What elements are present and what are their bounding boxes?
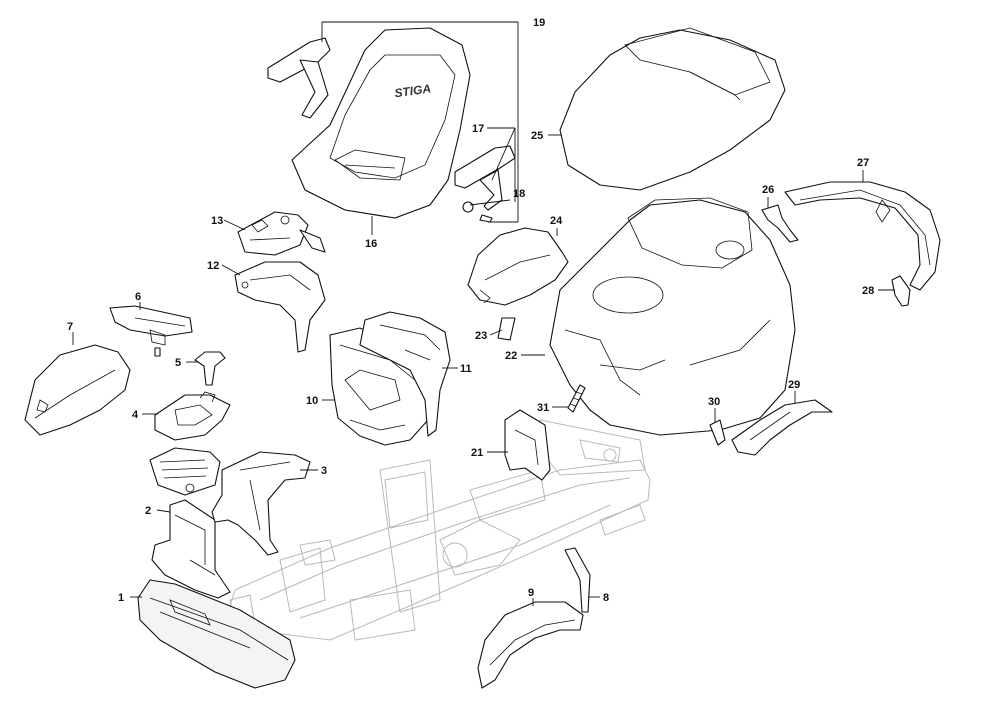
callout-25: 25 <box>531 130 543 142</box>
callout-31: 31 <box>537 402 549 414</box>
part-bracket <box>109 305 193 357</box>
part-hood <box>559 27 786 191</box>
callout-labels: 1 2 3 4 5 6 7 8 9 10 11 12 13 16 17 18 1… <box>67 17 874 604</box>
part-small-strip <box>497 317 516 341</box>
callout-11: 11 <box>460 363 472 375</box>
part-seat: STIGA <box>291 27 471 219</box>
callout-22: 22 <box>505 350 517 362</box>
part-front-panel <box>151 499 231 599</box>
part-armrest-left <box>267 37 331 119</box>
part-dash-cover <box>234 261 326 353</box>
callout-24: 24 <box>550 215 563 227</box>
callout-12: 12 <box>207 260 219 272</box>
part-armrest-right <box>454 145 516 223</box>
part-side-cover <box>467 227 569 306</box>
part-mid-bracket <box>504 409 551 481</box>
callout-19: 19 <box>533 17 545 29</box>
callout-21: 21 <box>471 447 483 459</box>
callout-7: 7 <box>67 321 73 333</box>
callout-9: 9 <box>528 587 534 599</box>
part-side-strip <box>564 547 591 613</box>
callout-2: 2 <box>145 505 151 517</box>
callout-6: 6 <box>135 291 141 303</box>
part-rear-fender-right <box>784 181 941 291</box>
callout-28: 28 <box>862 285 874 297</box>
part-instrument-panel <box>237 211 326 256</box>
part-fender-bracket <box>761 204 799 243</box>
leader-lines <box>72 21 895 606</box>
part-rear-fender-left <box>24 344 131 436</box>
seat-logo-text: STIGA <box>394 81 432 100</box>
callout-26: 26 <box>762 184 774 196</box>
part-mud-flap <box>731 399 833 456</box>
callout-8: 8 <box>603 592 609 604</box>
part-front-fender <box>477 601 584 689</box>
callout-17: 17 <box>472 123 484 135</box>
callout-23: 23 <box>475 330 487 342</box>
callout-18: 18 <box>513 188 525 200</box>
callout-16: 16 <box>365 238 377 250</box>
callout-29: 29 <box>788 379 800 391</box>
callout-5: 5 <box>175 357 181 369</box>
part-body-shell <box>549 197 796 436</box>
part-front-bumper <box>137 579 296 689</box>
part-console-cover <box>359 311 451 437</box>
callout-13: 13 <box>211 215 223 227</box>
callout-10: 10 <box>306 395 318 407</box>
part-foot-plate <box>211 451 311 556</box>
part-small-plate <box>709 419 726 446</box>
part-steering-cover <box>154 391 231 441</box>
callout-3: 3 <box>321 465 327 477</box>
callout-4: 4 <box>132 409 139 421</box>
callout-1: 1 <box>118 592 124 604</box>
part-spring-rod <box>567 384 586 413</box>
callout-30: 30 <box>708 396 720 408</box>
callout-27: 27 <box>857 157 869 169</box>
part-grille-block <box>149 447 221 496</box>
part-fender-clip <box>891 275 911 307</box>
part-clip-cover <box>194 351 226 386</box>
